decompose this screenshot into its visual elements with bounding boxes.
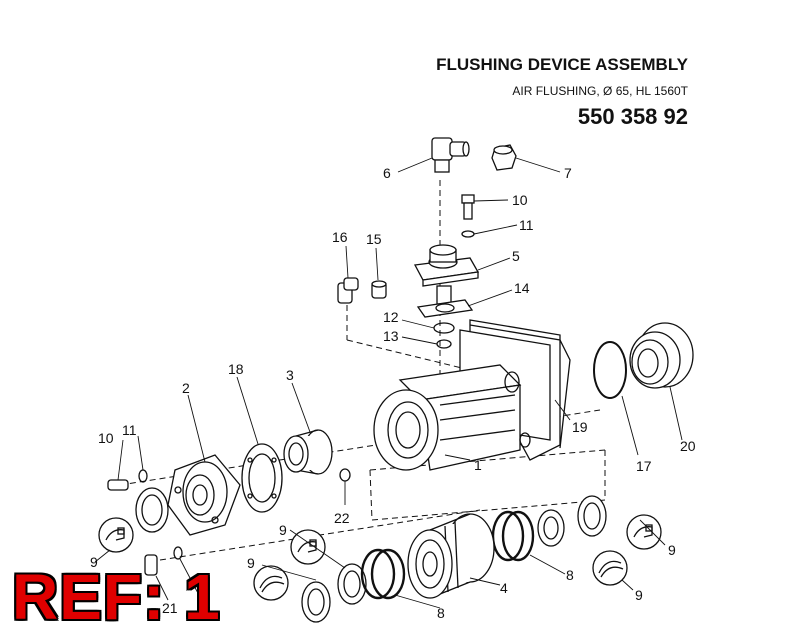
callout-21: 21 xyxy=(162,600,178,616)
seal-9-bottom-left xyxy=(301,581,331,623)
callout-7: 7 xyxy=(564,165,572,181)
callout-11-bottom: 11 xyxy=(196,595,211,611)
seal-9-right-a xyxy=(537,509,565,547)
screw-21 xyxy=(144,554,158,576)
callout-3: 3 xyxy=(286,367,294,383)
flange-5 xyxy=(413,244,480,305)
gasket-18 xyxy=(241,443,283,513)
callout-10-left: 10 xyxy=(98,430,114,446)
callout-8-left: 8 xyxy=(437,605,445,621)
callout-22: 22 xyxy=(334,510,350,526)
callout-2: 2 xyxy=(182,380,190,396)
callout-10-top: 10 xyxy=(512,192,528,208)
flange-2 xyxy=(167,454,241,536)
callout-16: 16 xyxy=(332,229,348,245)
seal-9-mid xyxy=(337,563,367,605)
leader-lines xyxy=(94,157,683,609)
seal-9-left xyxy=(135,487,169,533)
nut-7 xyxy=(491,144,517,171)
callout-labels: 1 2 3 4 5 6 7 8 8 9 9 9 9 9 10 10 11 11 … xyxy=(90,165,696,621)
screw-10-left xyxy=(107,479,129,491)
fitting-16 xyxy=(337,277,359,304)
part-number: 550 358 92 xyxy=(577,104,688,129)
grease-symbol-icon xyxy=(290,529,326,565)
elbow-fitting-6 xyxy=(431,137,470,173)
callout-11-top: 11 xyxy=(519,217,534,233)
housing-1 xyxy=(373,319,561,471)
washer-11-top xyxy=(461,230,475,238)
grease-symbol-icon xyxy=(98,517,134,553)
o-rings-8-left xyxy=(360,548,406,600)
washer-11-bottom xyxy=(173,546,183,560)
callout-1: 1 xyxy=(474,457,482,473)
diagram-subtitle: AIR FLUSHING, Ø 65, HL 1560T xyxy=(512,84,688,98)
cap-15 xyxy=(371,280,387,299)
o-ring-17 xyxy=(593,341,627,399)
callout-15: 15 xyxy=(366,231,382,247)
gasket-14 xyxy=(416,299,474,318)
callout-8-right: 8 xyxy=(566,567,574,583)
screw-10-top xyxy=(461,194,475,220)
callout-9-d: 9 xyxy=(668,542,676,558)
callout-18: 18 xyxy=(228,361,244,377)
seal-9-right-b xyxy=(577,495,607,537)
callout-9-b: 9 xyxy=(247,555,255,571)
o-rings-8-right xyxy=(491,510,535,562)
grease-symbol-icon xyxy=(626,514,662,550)
sleeve-3 xyxy=(283,429,333,475)
callout-9-a: 9 xyxy=(90,554,98,570)
piston-4 xyxy=(407,513,495,599)
callout-9-c: 9 xyxy=(279,522,287,538)
callout-6: 6 xyxy=(383,165,391,181)
washer-11-left xyxy=(138,469,148,483)
callout-4: 4 xyxy=(500,580,508,596)
callout-14: 14 xyxy=(514,280,530,296)
callout-12: 12 xyxy=(383,309,399,325)
callout-17: 17 xyxy=(636,458,652,474)
cover-19 xyxy=(469,324,571,449)
ref-label: REF: 1 xyxy=(12,561,221,633)
callout-11-left: 11 xyxy=(122,422,137,438)
end-cap-20 xyxy=(629,322,694,389)
callout-13: 13 xyxy=(383,328,399,344)
oil-symbol-icon xyxy=(253,565,289,601)
oil-symbol-icon xyxy=(592,550,628,586)
o-ring-12 xyxy=(433,322,455,334)
plug-22 xyxy=(339,468,351,482)
callout-19: 19 xyxy=(572,419,588,435)
callout-9-e: 9 xyxy=(635,587,643,603)
o-ring-13 xyxy=(436,339,452,349)
diagram-title: FLUSHING DEVICE ASSEMBLY xyxy=(436,55,688,74)
callout-20: 20 xyxy=(680,438,696,454)
callout-5: 5 xyxy=(512,248,520,264)
